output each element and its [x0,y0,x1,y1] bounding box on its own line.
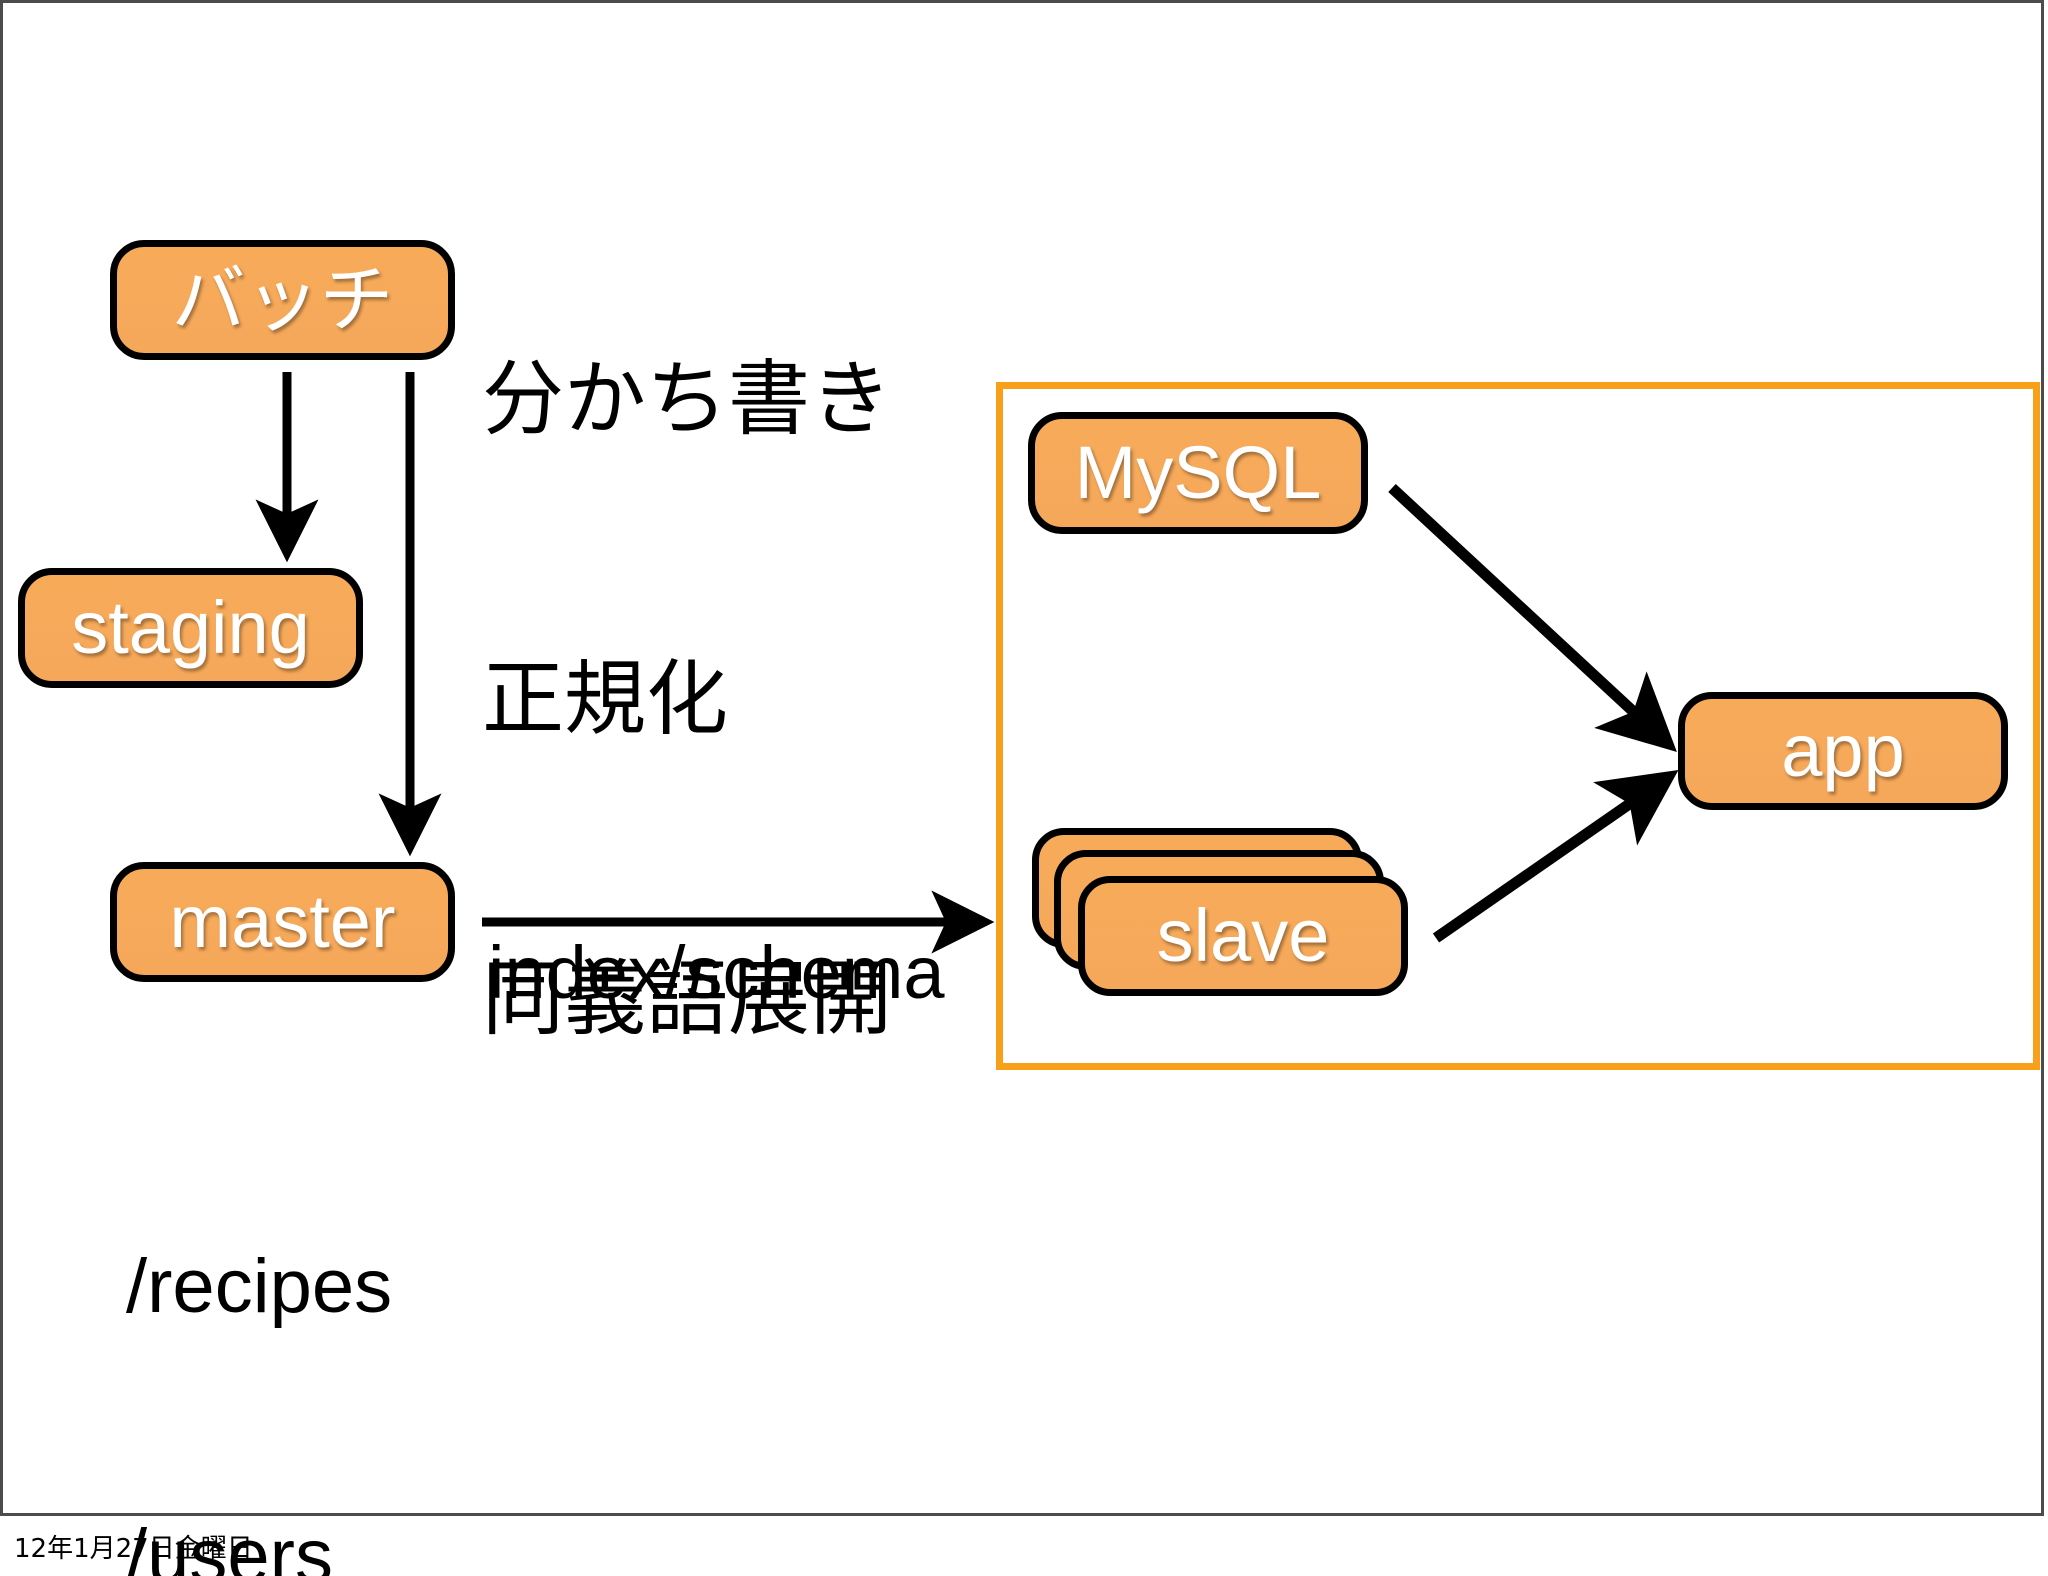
node-mysql[interactable]: MySQL [1028,412,1368,534]
note-wakachigaki: 分かち書き [482,352,893,448]
arrow-mysql-to-app [1388,483,1677,752]
node-slave-stack[interactable]: slave [1032,828,1432,1016]
note-seikika: 正規化 [482,652,729,748]
node-staging-label: staging [71,586,310,669]
slave-card-front[interactable]: slave [1078,876,1408,996]
node-app[interactable]: app [1678,692,2008,810]
footer-date: 12年1月27日金曜日 [14,1534,253,1564]
node-staging[interactable]: staging [18,568,363,688]
arrow-slave-to-app [1432,769,1679,943]
node-mysql-label: MySQL [1074,431,1322,514]
node-batch[interactable]: バッチ [110,240,455,360]
note-dougigo-tenkai: 同義語展開 [482,952,893,1048]
node-slave-label: slave [1156,894,1330,977]
edge-label-index-schema: index/schema [488,931,945,1014]
node-master-label: master [169,880,396,963]
master-path-list: /recipes /users /shard etc... [126,1068,523,1576]
node-master[interactable]: master [110,862,455,982]
node-batch-label: バッチ [171,258,394,341]
japanese-processing-notes: 分かち書き 正規化 同義語展開 [482,150,892,1250]
path-users: /users [126,1513,333,1576]
mysql-replication-group-frame [996,382,2040,1070]
node-app-label: app [1781,709,1905,792]
path-recipes: /recipes [126,1243,393,1329]
